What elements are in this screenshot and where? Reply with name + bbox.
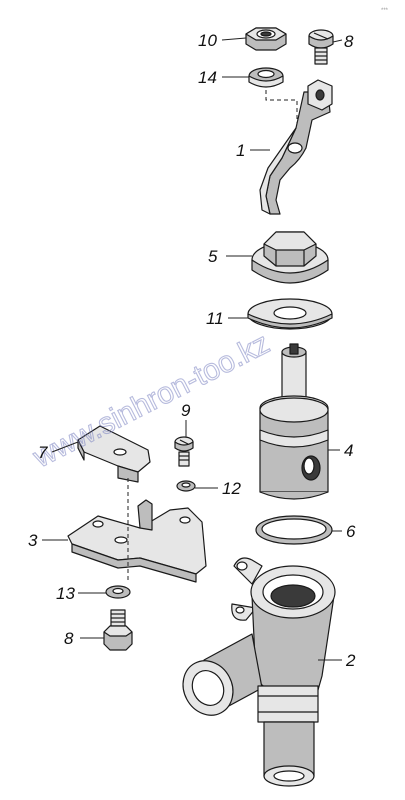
part-11-flat-washer <box>247 298 333 330</box>
callout-8-top: 8 <box>344 32 354 51</box>
corner-mark: *** <box>381 8 389 14</box>
watermark-text: www.sinhron-too.kz <box>27 327 275 475</box>
callout-3: 3 <box>28 531 38 550</box>
callout-2: 2 <box>345 651 356 670</box>
part-5-cap-nut <box>251 231 329 284</box>
part-4-valve-plug <box>259 343 329 500</box>
part-13-washer <box>105 585 131 599</box>
part-6-o-ring <box>255 515 333 545</box>
part-7-bracket <box>77 425 151 483</box>
part-12-small-washer <box>176 480 196 492</box>
callout-12: 12 <box>222 479 241 498</box>
part-14-spring-washer <box>248 67 284 88</box>
callout-5: 5 <box>208 247 218 266</box>
part-3-mounting-plate <box>67 499 207 583</box>
callout-11: 11 <box>206 309 224 328</box>
part-1-lever <box>259 79 333 215</box>
part-8-screw-top <box>308 29 334 65</box>
part-8-bolt-bottom <box>103 609 133 651</box>
callout-10: 10 <box>198 31 217 50</box>
callout-8-bottom: 8 <box>64 629 74 648</box>
callout-1: 1 <box>236 141 245 160</box>
callout-13: 13 <box>56 584 75 603</box>
callout-14: 14 <box>198 68 217 87</box>
callout-7: 7 <box>38 443 48 462</box>
callout-9: 9 <box>181 401 191 420</box>
callout-6: 6 <box>346 522 356 541</box>
callout-leaders <box>42 37 343 661</box>
part-10-hex-nut <box>245 27 287 51</box>
callout-labels: 10 8 14 1 5 11 9 7 4 12 3 6 13 8 2 <box>28 31 356 670</box>
callout-4: 4 <box>344 441 353 460</box>
part-2-valve-body <box>182 557 336 787</box>
part-9-screw <box>174 436 194 467</box>
